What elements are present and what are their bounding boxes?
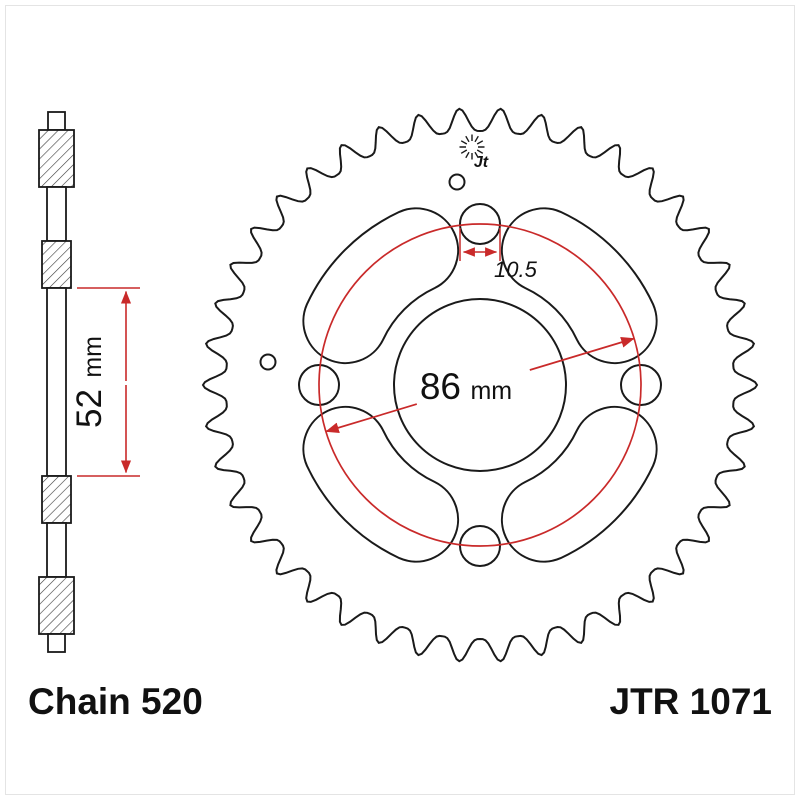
- side-cap-top: [47, 111, 66, 131]
- dim-86-lines: [318, 223, 642, 547]
- side-hub-hatch-bottom: [41, 475, 72, 524]
- side-hub-center: [46, 287, 67, 477]
- small-hole-left: [259, 353, 277, 371]
- center-bore: [393, 298, 567, 472]
- side-teeth-hatch-bottom: [38, 576, 75, 635]
- lightening-slot-top-left: [302, 207, 460, 365]
- jt-logo-stamp: Jt: [459, 134, 489, 171]
- dim-52-lines: [77, 287, 140, 477]
- side-web-top: [46, 186, 67, 242]
- logo-text: Jt: [474, 154, 489, 171]
- dim-10-5-label: 10.5: [494, 257, 538, 282]
- dim-86-arrow-left: [325, 403, 418, 433]
- model-number-label: JTR 1071: [610, 681, 773, 722]
- dim-10-5-lines: [459, 228, 501, 261]
- dim-52-label: 52 mm: [70, 336, 109, 428]
- sprocket-front-view: [201, 107, 759, 663]
- bolt-circle: [318, 223, 642, 547]
- lightening-slot-bottom-left: [302, 405, 460, 563]
- side-web-bottom: [46, 522, 67, 578]
- lightening-slot-top-right: [500, 207, 658, 365]
- side-teeth-hatch-top: [38, 129, 75, 188]
- lightening-slot-bottom-right: [500, 405, 658, 563]
- side-view-section: [38, 111, 75, 653]
- chain-size-label: Chain 520: [28, 681, 203, 722]
- dim-86-arrow-right: [529, 337, 635, 371]
- small-hole-top: [448, 173, 466, 191]
- logo-sun-rays-icon: [459, 134, 485, 160]
- side-hub-hatch-top: [41, 240, 72, 289]
- side-cap-bottom: [47, 633, 66, 653]
- dim-86-label: 86 mm: [420, 366, 512, 407]
